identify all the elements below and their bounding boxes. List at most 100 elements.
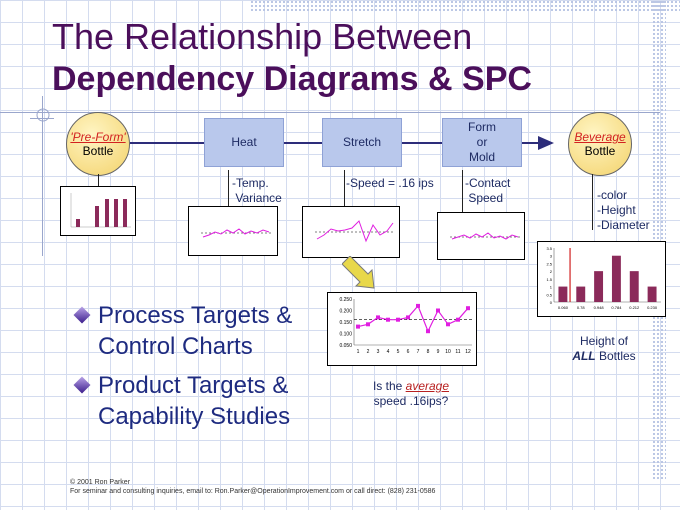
- stretch-note: -Speed = .16 ips: [346, 176, 434, 190]
- form-chart-drawing: [450, 232, 520, 240]
- page-title: The Relationship Between: [52, 16, 473, 57]
- flow-arrowhead-icon: [538, 136, 554, 150]
- data-point: [406, 315, 410, 320]
- y-tick-label: 2: [550, 269, 553, 274]
- data-point: [356, 324, 360, 329]
- histogram-bar: [594, 271, 604, 302]
- x-tick-label: 11: [455, 349, 460, 355]
- y-tick-label: 0: [550, 300, 553, 305]
- heat-step-label: Heat: [231, 135, 257, 149]
- bullet-list: Process Targets & Control Charts Product…: [72, 300, 292, 432]
- data-point: [466, 306, 470, 311]
- beverage-connector: [592, 174, 593, 230]
- x-tick-label: 3: [377, 349, 380, 355]
- preform-histogram-drawing: [70, 193, 131, 228]
- preform-label: 'Pre-Form': [70, 130, 126, 144]
- histogram-bar: [647, 286, 657, 302]
- beverage-label: Beverage: [574, 130, 626, 144]
- x-tick-label: 0.784: [611, 305, 622, 310]
- stretch-step-label: Stretch: [342, 135, 381, 149]
- x-tick-label: 5: [397, 349, 400, 355]
- heat-connector: [228, 170, 229, 208]
- data-point: [426, 329, 430, 334]
- heat-chart-drawing: [201, 228, 273, 238]
- title-underline: [0, 112, 660, 113]
- height-caption: Height of ALL Bottles: [554, 334, 654, 364]
- y-tick-label: 3: [550, 254, 553, 259]
- x-tick-label: 10: [445, 349, 451, 355]
- x-tick-label: 0.948: [594, 305, 605, 310]
- x-tick-label: 2: [367, 349, 370, 355]
- y-tick-label: 1: [550, 285, 553, 290]
- preform-sub: Bottle: [82, 144, 114, 158]
- bottle-height-histogram-svg: 3.5 3 2.5 2 1.5 1 0.5 0 0.060 0.78 0.948 0.784 0.212…: [546, 246, 661, 310]
- series-line: [357, 304, 469, 333]
- dotted-band-top: [250, 0, 680, 12]
- data-point: [446, 322, 450, 327]
- beverage-bottle-node: Beverage Bottle: [568, 112, 632, 176]
- y-tick-label: 0.250: [339, 297, 352, 303]
- x-tick-label: 4: [387, 349, 390, 355]
- form-note: -Contact Speed: [465, 176, 511, 205]
- data-point: [386, 317, 390, 322]
- data-point: [436, 308, 440, 313]
- height-rest: Bottles: [595, 349, 636, 363]
- data-point: [456, 317, 460, 322]
- data-point: [376, 315, 380, 320]
- stretch-control-chart-thumbnail: [302, 206, 400, 258]
- form-connector: [462, 170, 463, 212]
- y-tick-label: 0.150: [339, 320, 352, 326]
- y-tick-label: 2.5: [546, 261, 552, 266]
- y-tick-label: 0.100: [339, 332, 352, 338]
- y-tick-label: 3.5: [546, 246, 552, 251]
- contact-text: For seminar and consulting inquiries, em…: [70, 488, 436, 495]
- bottle-attributes-note: -color -Height -Diameter: [597, 188, 650, 232]
- zoom-arrow-icon: [342, 256, 375, 289]
- preform-connector: [98, 174, 99, 188]
- y-tick-label: 0.050: [339, 343, 352, 349]
- histogram-bar: [611, 255, 621, 302]
- form-control-chart-thumbnail: [437, 212, 525, 260]
- form-mold-step: Form or Mold: [442, 118, 522, 167]
- question-post: speed .16ips?: [373, 394, 449, 408]
- x-tick-label: 0.78: [577, 305, 586, 310]
- stretch-chart-drawing: [315, 220, 395, 243]
- bullet-process-targets: Process Targets & Control Charts: [72, 300, 292, 362]
- x-tick-label: 7: [417, 349, 420, 355]
- average-question-caption: Is the average speed .16ips?: [352, 379, 470, 409]
- x-tick-label: 6: [407, 349, 410, 355]
- y-tick-label: 1.5: [546, 277, 552, 282]
- y-tick-label: 0.5: [546, 292, 552, 297]
- beverage-sub: Bottle: [584, 144, 616, 158]
- x-tick-label: 8: [427, 349, 430, 355]
- bottle-height-histogram: 3.5 3 2.5 2 1.5 1 0.5 0 0.060 0.78 0.948 0.784 0.212…: [537, 241, 666, 317]
- preform-histogram-thumbnail: [60, 186, 136, 236]
- question-pre: Is the: [372, 379, 406, 393]
- dotted-band-right: [652, 0, 666, 480]
- margin-tick: [30, 108, 54, 119]
- bullet-product-targets: Product Targets & Capability Studies: [72, 370, 292, 432]
- x-tick-label: 12: [465, 349, 471, 355]
- question-emphasis: average: [405, 379, 450, 393]
- page-subtitle: Dependency Diagrams & SPC: [52, 60, 532, 98]
- histogram-bar: [629, 271, 639, 302]
- preform-bottle-node: 'Pre-Form' Bottle: [66, 112, 130, 176]
- stretch-step: Stretch: [322, 118, 402, 167]
- height-line1: Height of: [579, 334, 629, 348]
- x-tick-label: 0.060: [558, 305, 569, 310]
- histogram-bar: [576, 286, 586, 302]
- heat-step: Heat: [204, 118, 284, 167]
- histogram-bar: [558, 286, 568, 302]
- heat-note: -Temp. Variance: [232, 176, 282, 205]
- bullet-product-text: Product Targets & Capability Studies: [98, 372, 291, 430]
- bullet-process-text: Process Targets & Control Charts: [98, 302, 293, 360]
- height-all: ALL: [572, 349, 596, 363]
- copyright-text: © 2001 Ron Parker: [70, 479, 131, 486]
- y-tick-label: 0.200: [339, 309, 352, 315]
- diamond-bullet-icon: [73, 306, 91, 324]
- x-tick-label: 0.212: [629, 305, 640, 310]
- x-tick-label: 1: [357, 349, 360, 355]
- form-mold-step-label: Form or Mold: [468, 120, 496, 164]
- data-point: [396, 317, 400, 322]
